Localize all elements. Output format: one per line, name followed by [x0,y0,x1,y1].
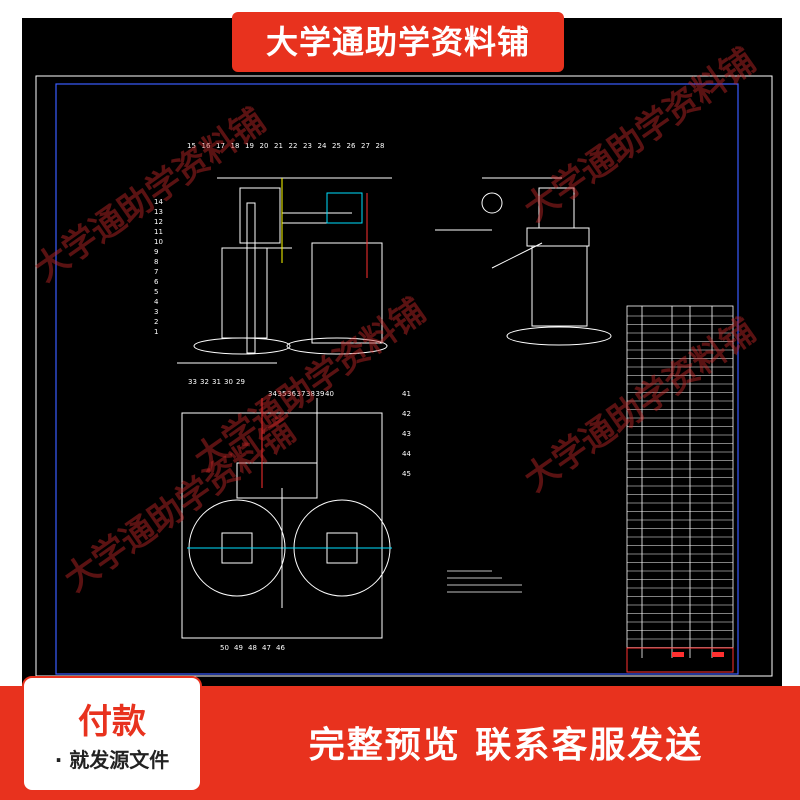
parts-list-table [626,305,734,673]
front-view [177,177,392,364]
callout-29: 29 [236,378,245,386]
callout-22: 22 [289,142,298,150]
callout-46: 46 [276,644,285,652]
callout-5: 5 [154,288,158,296]
callout-50: 50 [220,644,229,652]
callout-14: 14 [154,198,163,206]
inner-frame [55,83,739,675]
callout-37: 37 [297,390,306,398]
callout-26: 26 [347,142,356,150]
pay-subtitle: · 就发源文件 [54,748,170,772]
callout-36: 36 [287,390,296,398]
plan-view [181,398,392,639]
pay-title: 付款 [78,702,146,742]
callout-15: 15 [187,142,196,150]
callout-48: 48 [248,644,257,652]
callout-1: 1 [154,328,158,336]
callout-25: 25 [332,142,341,150]
callout-2: 2 [154,318,158,326]
callout-9: 9 [154,248,158,256]
callout-49: 49 [234,644,243,652]
callout-30: 30 [224,378,233,386]
callout-10: 10 [154,238,163,246]
callout-23: 23 [303,142,312,150]
callout-3: 3 [154,308,158,316]
callout-20: 20 [260,142,269,150]
callout-44: 44 [402,450,411,458]
callout-16: 16 [202,142,211,150]
callout-12: 12 [154,218,163,226]
callout-8: 8 [154,258,158,266]
preview-contact-text: 完整预览 联系客服发送 [308,725,704,766]
title-block [626,647,734,673]
pay-box[interactable]: 付款 · 就发源文件 [22,676,202,792]
callout-17: 17 [216,142,225,150]
callout-47: 47 [262,644,271,652]
callout-34: 34 [268,390,277,398]
callout-43: 43 [402,430,411,438]
callout-31: 31 [212,378,221,386]
callout-33: 33 [188,378,197,386]
callout-39: 39 [316,390,325,398]
callout-4: 4 [154,298,159,306]
callout-19: 19 [245,142,254,150]
callout-7: 7 [154,268,158,276]
title-block-mark-2 [712,652,724,657]
callout-32: 32 [200,378,209,386]
callout-21: 21 [274,142,283,150]
callout-28: 28 [376,142,385,150]
title-block-mark [672,652,684,657]
callout-45: 45 [402,470,411,478]
technical-notes [447,570,522,593]
callout-27: 27 [361,142,370,150]
callout-24: 24 [318,142,327,150]
parts-list-rows [627,315,733,648]
callout-11: 11 [154,228,163,236]
side-view [435,177,612,346]
callout-40: 40 [325,390,334,398]
callout-6: 6 [154,278,159,286]
callout-38: 38 [306,390,315,398]
callout-41: 41 [402,390,411,398]
callout-13: 13 [154,208,163,216]
callout-42: 42 [402,410,411,418]
shop-banner: 大学通助学资料铺 [232,12,564,72]
callout-18: 18 [231,142,240,150]
outer-frame [35,75,773,677]
callout-35: 35 [278,390,287,398]
